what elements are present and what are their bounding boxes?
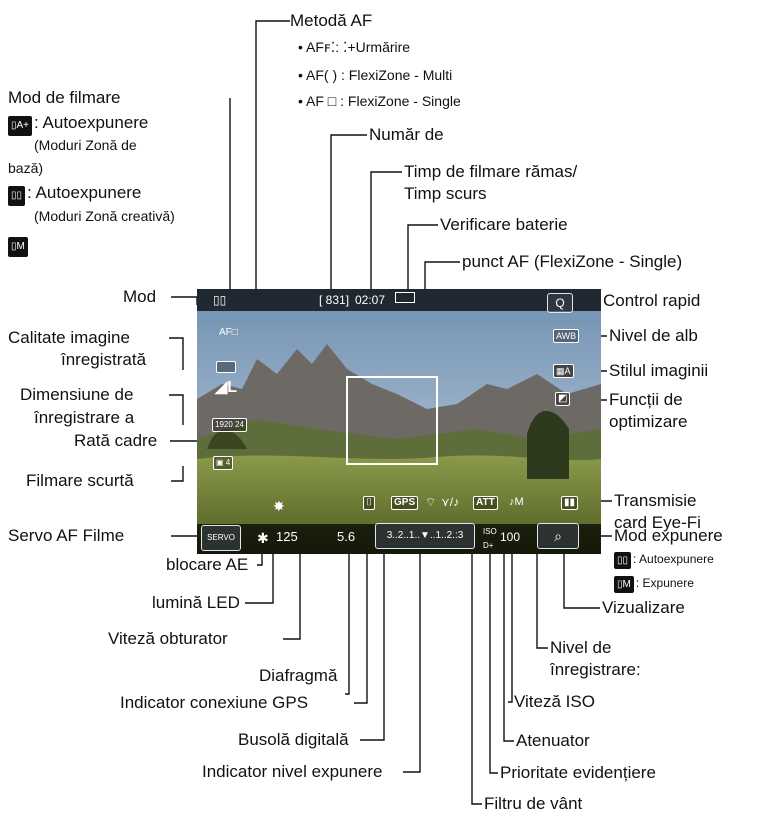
time-remaining: 02:07 — [355, 293, 385, 307]
label-mode: Mod — [123, 287, 156, 307]
label-shooting-mode: Mod de filmare — [8, 88, 120, 108]
label-af-option-single: • AF □ : FlexiZone - Single — [298, 93, 461, 110]
exposure-level-indicator: 3..2..1..▼..1..2.:3 — [375, 523, 475, 549]
label-picture-style: Stilul imaginii — [609, 361, 708, 381]
label-rec-level-1: Nivel de — [550, 638, 611, 658]
label-exposure-level: Indicator nivel expunere — [202, 762, 383, 782]
label-rec-quality-1: Calitate imagine — [8, 328, 130, 348]
label-iso-speed: Viteză ISO — [514, 692, 595, 712]
label-time-remaining-2: Timp scurs — [404, 184, 487, 204]
label-rec-size-2: înregistrare a — [34, 408, 134, 428]
label-auto-creative: ▯▯: Autoexpunere — [8, 183, 141, 206]
aperture-value: 5.6 — [337, 530, 355, 544]
label-af-option-multi: • AF( ) : FlexiZone - Multi — [298, 67, 452, 84]
eyefi-icon: ⌔ — [425, 495, 436, 509]
shooting-mode-icon: ▯▯ — [213, 293, 226, 307]
label-ae-lock: blocare AE — [166, 555, 248, 575]
movie-auto-icon: ▯A+ — [8, 116, 32, 136]
label-af-option-face: • AFꜰ⁚: ⁚+Urmărire — [298, 39, 410, 56]
label-led-light: lumină LED — [152, 593, 240, 613]
label-wind-filter: Filtru de vânt — [484, 794, 582, 814]
label-servo-af: Servo AF Filme — [8, 526, 124, 546]
servo-af-button[interactable]: SERVO AF — [201, 525, 241, 551]
label-attenuator: Atenuator — [516, 731, 590, 751]
label-aperture: Diafragmă — [259, 666, 337, 686]
label-af-point: punct AF (FlexiZone - Single) — [462, 252, 682, 272]
label-auto-lighting-1: Funcții de — [609, 390, 683, 410]
label-auto-basic-3: bază) — [8, 160, 43, 177]
exp-manual-icon: ▯M — [614, 576, 634, 593]
gps-icon: GPS — [391, 496, 418, 510]
ae-lock-icon: ✱ — [257, 531, 269, 545]
video-snapshot-icon: ▣ 4 — [213, 456, 233, 470]
movie-quality-icon — [216, 361, 236, 373]
white-balance-icon: AWB — [553, 329, 579, 343]
battery-icon — [395, 292, 415, 303]
compass-icon: ⌷ — [363, 496, 375, 510]
auto-lighting-icon: ◩ — [555, 392, 570, 406]
label-quick-control: Control rapid — [603, 291, 700, 311]
label-eyefi-1: Transmisie — [614, 491, 697, 511]
label-auto-basic-2: (Moduri Zonă de — [34, 137, 137, 154]
iso-value: 100 — [500, 530, 520, 544]
label-white-balance: Nivel de alb — [609, 326, 698, 346]
quick-control-button[interactable]: Q — [547, 293, 573, 313]
label-rec-size-1: Dimensiune de — [20, 385, 133, 405]
label-magnify: Vizualizare — [602, 598, 685, 618]
label-exp-auto: ▯▯: Autoexpunere — [614, 550, 714, 569]
attenuator-icon: ATT — [473, 496, 498, 510]
rec-level-icon: ♪M — [509, 495, 524, 509]
label-video-snapshot: Filmare scurtă — [26, 471, 134, 491]
picture-style-icon: ▦A — [553, 364, 574, 378]
label-rec-quality-2: înregistrată — [61, 350, 146, 370]
label-auto-creative-2: (Moduri Zonă creativă) — [34, 208, 175, 225]
wind-filter-icon: ⋎/♪ — [441, 495, 459, 509]
label-shutter-speed: Viteză obturator — [108, 629, 228, 649]
movie-creative-icon: ▯▯ — [8, 186, 25, 206]
shutter-speed-value: 125 — [276, 530, 298, 544]
exp-auto-icon: ▯▯ — [614, 552, 631, 569]
label-frame-rate: Rată cadre — [74, 431, 157, 451]
label-highlight-priority: Prioritate evidențiere — [500, 763, 656, 783]
label-auto-lighting-2: optimizare — [609, 412, 687, 432]
live-view-screen: ▯▯ [ 831] 02:07 AF□ ◢L 1920 24 ▣ 4 Q AWB… — [197, 289, 601, 554]
label-compass: Busolă digitală — [238, 730, 349, 750]
label-exp-manual: ▯M: Expunere — [614, 574, 694, 593]
magnify-button[interactable]: ⌕ — [537, 523, 579, 549]
frame-rate-icon: 1920 24 — [212, 418, 247, 432]
af-point-frame — [346, 376, 438, 465]
af-method-icon: AF□ — [219, 326, 238, 340]
label-time-remaining-1: Timp de filmare rămas/ — [404, 162, 577, 182]
led-light-icon: ✸ — [273, 499, 285, 513]
label-gps: Indicator conexiune GPS — [120, 693, 308, 713]
label-rec-level-2: înregistrare: — [550, 660, 641, 680]
label-af-method: Metodă AF — [290, 11, 372, 31]
exposure-mode-icon: ▮▮ — [561, 496, 578, 510]
shots-remaining: [ 831] — [319, 293, 349, 307]
label-shots-remaining: Număr de — [369, 125, 444, 145]
movie-size-icon: ◢L — [215, 381, 237, 395]
label-auto-basic: ▯A+: Autoexpunere — [8, 113, 148, 136]
movie-manual-icon: ▯M — [8, 234, 30, 257]
label-exposure-mode: Mod expunere — [614, 526, 723, 546]
label-battery: Verificare baterie — [440, 215, 568, 235]
